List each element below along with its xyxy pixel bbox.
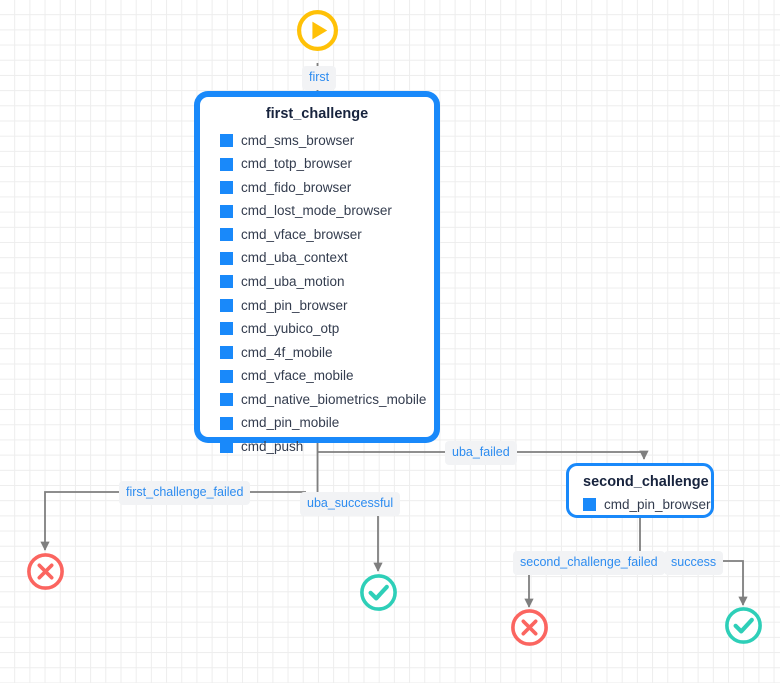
square-swatch-icon [220,157,233,171]
list-item[interactable]: cmd_vface_mobile [200,364,434,388]
square-swatch-icon [220,204,233,218]
node-item-list: cmd_pin_browser [569,494,711,526]
list-item-label: cmd_uba_context [241,250,348,266]
square-swatch-icon [220,369,233,383]
edge-first-challenge-failed-left [40,491,122,551]
square-swatch-icon [220,181,233,195]
edge-label-first[interactable]: first [302,66,337,90]
square-swatch-icon [220,251,233,265]
square-swatch-icon [220,393,233,407]
square-swatch-icon [583,497,596,511]
square-swatch-icon [220,416,233,430]
edge-label-second-challenge-failed[interactable]: second_challenge_failed [513,551,665,575]
list-item-label: cmd_vface_browser [241,226,362,242]
list-item[interactable]: cmd_pin_mobile [200,411,434,435]
list-item[interactable]: cmd_uba_context [200,246,434,270]
list-item-label: cmd_4f_mobile [241,344,333,360]
list-item-label: cmd_lost_mode_browser [241,203,392,219]
play-circle-icon [297,10,338,51]
x-circle-icon [27,553,64,590]
check-circle-icon [725,607,762,644]
node-title: first_challenge [265,106,369,122]
square-swatch-icon [220,298,233,312]
list-item-label: cmd_vface_mobile [241,368,354,384]
list-item[interactable]: cmd_uba_motion [200,270,434,294]
x-circle-icon [511,609,548,646]
square-swatch-icon [220,228,233,242]
list-item[interactable]: cmd_push [200,435,434,459]
square-swatch-icon [220,346,233,360]
list-item[interactable]: cmd_sms_browser [200,129,434,153]
node-title: second_challenge [583,474,709,490]
square-swatch-icon [220,133,233,147]
edge-label-uba-successful[interactable]: uba_successful [300,492,401,516]
list-item-label: cmd_pin_mobile [241,415,340,431]
square-swatch-icon [220,275,233,289]
list-item-label: cmd_pin_browser [604,496,711,512]
start-node[interactable] [296,9,339,52]
check-circle-icon [360,574,397,611]
edge-label-uba-failed[interactable]: uba_failed [445,441,517,465]
terminal-success-right[interactable] [724,606,763,645]
list-item-label: cmd_totp_browser [241,156,353,172]
list-item[interactable]: cmd_lost_mode_browser [200,199,434,223]
list-item-label: cmd_uba_motion [241,274,345,290]
list-item[interactable]: cmd_pin_browser [569,494,711,518]
list-item[interactable]: cmd_fido_browser [200,176,434,200]
list-item[interactable]: cmd_yubico_otp [200,317,434,341]
list-item[interactable]: cmd_pin_browser [200,294,434,318]
edge-label-first-challenge-failed[interactable]: first_challenge_failed [119,481,251,505]
list-item-label: cmd_push [241,438,304,454]
list-item-label: cmd_fido_browser [241,179,352,195]
list-item[interactable]: cmd_native_biometrics_mobile [200,388,434,412]
list-item[interactable]: cmd_vface_browser [200,223,434,247]
list-item[interactable]: cmd_4f_mobile [200,341,434,365]
list-item-label: cmd_pin_browser [241,297,348,313]
terminal-failure-left[interactable] [26,552,65,591]
node-item-list: cmd_sms_browser cmd_totp_browser cmd_fido_… [200,129,434,467]
edge-uba-failed-right [513,450,649,460]
edge-label-success[interactable]: success [664,551,724,575]
list-item-label: cmd_native_biometrics_mobile [241,391,427,407]
node-first-challenge[interactable]: first_challenge cmd_sms_browser cmd_totp_… [197,94,437,454]
list-item-label: cmd_yubico_otp [241,321,340,337]
list-item-label: cmd_sms_browser [241,132,355,148]
square-swatch-icon [220,440,233,454]
list-item[interactable]: cmd_totp_browser [200,152,434,176]
terminal-success-center[interactable] [359,573,398,612]
terminal-failure-bottom[interactable] [510,608,549,647]
square-swatch-icon [220,322,233,336]
node-second-challenge[interactable]: second_challenge cmd_pin_browser [566,463,714,518]
